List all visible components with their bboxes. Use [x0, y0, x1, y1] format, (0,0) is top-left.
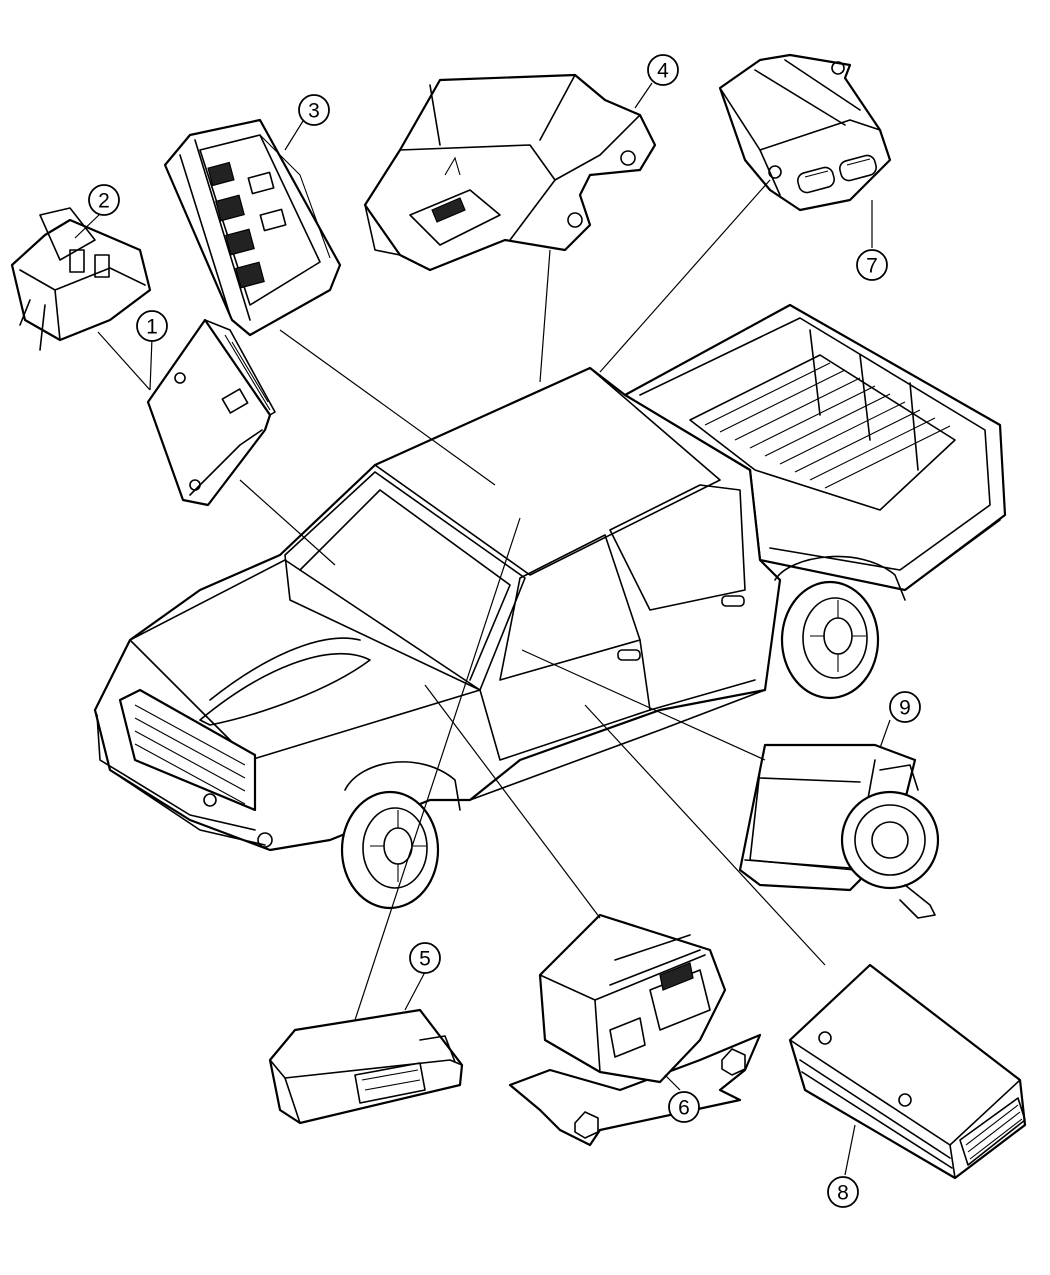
pickup-truck [93, 303, 1007, 910]
part-3-overhead-console [163, 118, 342, 337]
part-2-bracket [10, 207, 152, 351]
callout-6: 6 [668, 1091, 700, 1123]
leader-lines [74, 82, 891, 1176]
part-9-module-with-sounder [738, 743, 940, 919]
callout-8: 8 [827, 1176, 859, 1208]
part-7-connector-module [718, 53, 892, 212]
callout-3-label: 3 [308, 100, 320, 123]
callout-9: 9 [889, 691, 921, 723]
part-4-occupant-restraint-module [363, 73, 657, 272]
callout-7-label: 7 [866, 255, 878, 278]
callout-5: 5 [409, 942, 441, 974]
part-1-control-module [146, 318, 276, 507]
callout-8-label: 8 [837, 1182, 849, 1205]
part-5-control-module [268, 1008, 464, 1125]
callout-1-label: 1 [146, 316, 158, 339]
callout-4-label: 4 [657, 60, 669, 83]
callout-4: 4 [647, 54, 679, 86]
callout-2: 2 [88, 184, 120, 216]
callout-3: 3 [298, 94, 330, 126]
callout-5-label: 5 [419, 948, 431, 971]
callout-7: 7 [856, 249, 888, 281]
part-8-control-module [788, 963, 1027, 1180]
callout-2-label: 2 [98, 190, 110, 213]
part-6-sensor-module-bracket [508, 913, 762, 1147]
callout-6-label: 6 [678, 1097, 690, 1120]
callout-9-label: 9 [899, 697, 911, 720]
callout-1: 1 [136, 310, 168, 342]
